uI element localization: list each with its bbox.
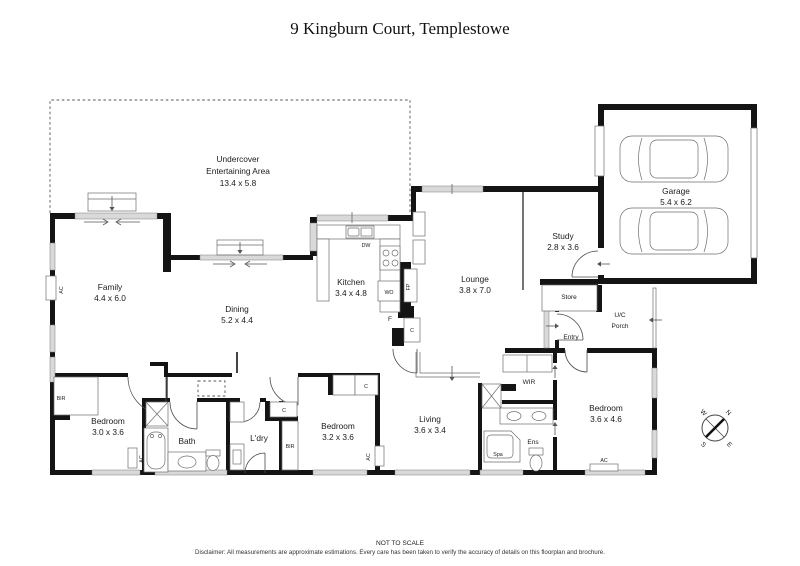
wir-cabinet: [502, 354, 553, 373]
label-bedroom2: Bedroom: [321, 421, 355, 431]
label-lounge: Lounge: [461, 274, 489, 284]
label-bedroom2-dims: 3.2 x 3.6: [322, 432, 354, 442]
bath-vanity: [167, 451, 207, 472]
cupboard-box: [269, 401, 298, 418]
not-to-scale-note: NOT TO SCALE: [376, 540, 425, 547]
label-lounge-dims: 3.8 x 7.0: [459, 285, 491, 295]
toilet-icon: [205, 449, 221, 471]
ac-unit: [45, 275, 57, 301]
bir-closet: [281, 420, 299, 471]
label-ac: AC: [59, 286, 65, 294]
label-cupboard: C: [410, 328, 414, 334]
bathtub-icon: [143, 427, 169, 473]
label-bath: Bath: [178, 436, 195, 446]
sliding-door-dining: [213, 239, 267, 268]
cooktop-icon: [379, 245, 401, 271]
wall-oven-box: [377, 280, 401, 302]
room-labels: Undercover Entertaining Area 13.4 x 5.8 …: [91, 154, 692, 458]
label-store: Store: [561, 294, 577, 301]
label-bedroom3-dims: 3.6 x 4.6: [590, 414, 622, 424]
label-dishwasher: DW: [362, 243, 371, 249]
car-icon: [619, 207, 729, 255]
compass-s: S: [699, 441, 707, 449]
windows: [49, 125, 758, 476]
label-ac: AC: [600, 458, 608, 464]
label-ens: Ens: [527, 439, 539, 446]
garage-window: [594, 125, 605, 177]
label-ac: AC: [139, 455, 145, 463]
label-family-dims: 4.4 x 6.0: [94, 293, 126, 303]
label-porch: U/C: [614, 312, 626, 319]
compass-w: W: [698, 408, 708, 418]
compass-e: E: [725, 441, 733, 449]
label-dining: Dining: [225, 304, 249, 314]
kitchen-bench: [316, 224, 421, 343]
label-study: Study: [552, 231, 574, 241]
label-porch-2: Porch: [612, 323, 629, 330]
label-bedroom1: Bedroom: [91, 416, 125, 426]
label-entry: Entry: [563, 334, 579, 341]
car-icon: [619, 135, 729, 183]
ens-vanity: [499, 407, 554, 425]
cupboard-box: [332, 374, 379, 396]
compass-icon: N W S E: [698, 408, 733, 449]
label-entertaining-2: Entertaining Area: [206, 166, 270, 176]
linen-cupboard-icon: [145, 401, 169, 427]
label-garage: Garage: [662, 186, 690, 196]
ac-unit: [127, 447, 138, 469]
label-bedroom3: Bedroom: [589, 403, 623, 413]
label-bedroom1-dims: 3.0 x 3.6: [92, 427, 124, 437]
direction-arrows: [546, 261, 662, 435]
label-spa: Spa: [493, 452, 502, 458]
store-box: [541, 284, 598, 312]
label-living: Living: [419, 414, 441, 424]
fireplace-box: [403, 268, 418, 303]
bir-closet: [53, 376, 99, 416]
label-kitchen: Kitchen: [337, 277, 365, 287]
label-entertaining-dims: 13.4 x 5.8: [220, 178, 257, 188]
label-wall-oven: WO: [384, 290, 393, 296]
label-dining-dims: 5.2 x 4.4: [221, 315, 253, 325]
compass-n: N: [724, 409, 732, 417]
label-study-dims: 2.8 x 3.6: [547, 242, 579, 252]
label-laundry: L'dry: [250, 433, 269, 443]
laundry-cupboards: [229, 401, 245, 471]
page-title: 9 Kingburn Court, Templestowe: [290, 19, 509, 38]
label-bir: BIR: [286, 444, 295, 450]
step-divider: [415, 352, 480, 381]
label-family: Family: [98, 282, 123, 292]
toilet-icon: [528, 447, 544, 472]
label-cupboard: C: [282, 408, 286, 414]
label-garage-dims: 5.4 x 6.2: [660, 197, 692, 207]
label-kitchen-dims: 3.4 x 4.8: [335, 288, 367, 298]
label-wir: WIR: [523, 379, 536, 386]
fixture-labels: DW WO F FP C C C BIR BIR AC AC AC AC: [57, 243, 608, 464]
skylight-outline: [197, 380, 226, 397]
ac-unit: [374, 445, 385, 467]
sliding-door-family: [84, 192, 140, 226]
label-bir: BIR: [57, 396, 66, 402]
disclaimer-text: Disclaimer: All measurements are approxi…: [195, 549, 605, 556]
entertaining-area-outline: [49, 99, 411, 214]
spa-icon: [483, 430, 521, 463]
label-ac: AC: [366, 453, 372, 461]
label-cupboard: C: [364, 384, 368, 390]
ac-unit: [589, 463, 619, 472]
garage-door: [750, 127, 758, 259]
lounge-cabinets: [412, 211, 426, 265]
cupboard-box-kitchen: [403, 317, 421, 343]
linen-cupboard-icon: [481, 383, 502, 409]
label-entertaining: Undercover: [217, 154, 260, 164]
label-living-dims: 3.6 x 3.4: [414, 425, 446, 435]
sink-icon: [345, 225, 375, 239]
porch-open-edge: [652, 287, 657, 349]
label-fridge: F: [388, 316, 392, 323]
label-fireplace: FP: [406, 283, 412, 290]
